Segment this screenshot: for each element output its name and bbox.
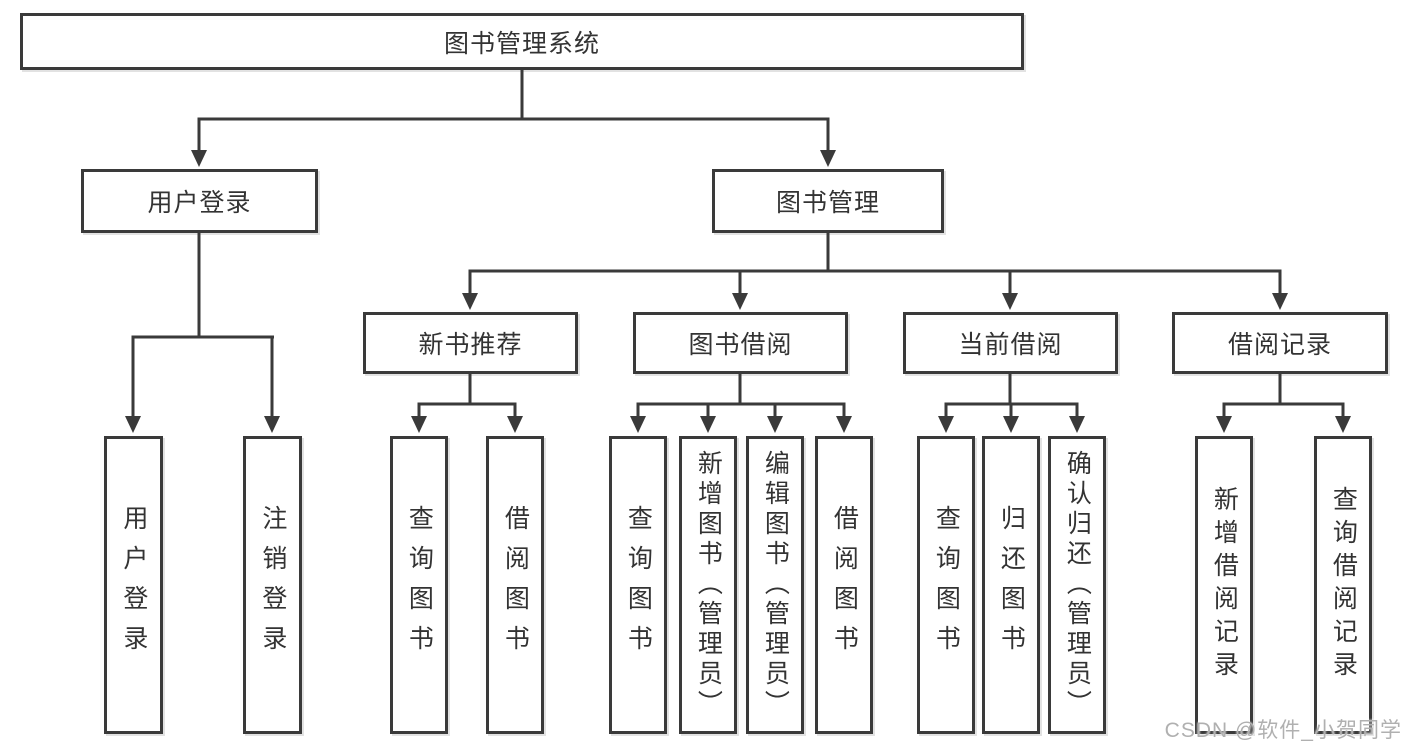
- node-leaf-add-borrow-record: 新增借阅记录: [1195, 436, 1253, 734]
- node-label: 用户登录: [147, 189, 252, 217]
- node-leaf-query-borrow-record: 查询借阅记录: [1314, 436, 1372, 734]
- arrow-down-icon: [938, 416, 954, 433]
- node-label: 新书推荐: [418, 331, 523, 359]
- arrow-down-icon: [836, 416, 852, 433]
- node-label: 查询借阅记录: [1329, 486, 1358, 684]
- arrow-down-icon: [630, 416, 646, 433]
- tree-connectors: [125, 70, 1351, 433]
- arrow-down-icon: [767, 416, 783, 433]
- arrow-down-icon: [411, 416, 427, 433]
- node-label: 借阅图书: [501, 505, 530, 665]
- arrow-down-icon: [1335, 416, 1351, 433]
- csdn-watermark: CSDN @软件_小贺同学: [1164, 719, 1402, 742]
- node-label: 当前借阅: [958, 331, 1063, 359]
- node-label: 注销登录: [258, 505, 287, 665]
- arrow-down-icon: [1216, 416, 1232, 433]
- node-leaf-query-books-current: 查询图书: [917, 436, 975, 734]
- node-leaf-logout: 注销登录: [243, 436, 302, 734]
- node-label: 新增图书（管理员）: [694, 450, 723, 720]
- node-label: 图书管理: [775, 189, 880, 217]
- node-group-user-login: 用户登录: [81, 169, 318, 233]
- arrow-down-icon: [1272, 293, 1288, 310]
- arrow-down-icon: [700, 416, 716, 433]
- node-group-new-book-recommendation: 新书推荐: [363, 312, 578, 374]
- node-label: 新增借阅记录: [1210, 486, 1239, 684]
- node-group-book-management: 图书管理: [712, 169, 944, 233]
- node-leaf-borrow-books-recommend: 借阅图书: [486, 436, 544, 734]
- node-leaf-confirm-return-admin: 确认归还（管理员）: [1048, 436, 1106, 734]
- arrow-down-icon: [462, 293, 478, 310]
- node-label: 编辑图书（管理员）: [761, 450, 790, 720]
- node-root: 图书管理系统: [20, 13, 1024, 70]
- node-label: 图书借阅: [688, 331, 793, 359]
- node-group-borrowing-records: 借阅记录: [1172, 312, 1388, 374]
- arrow-down-icon: [125, 416, 141, 433]
- arrow-down-icon: [732, 293, 748, 310]
- node-group-current-borrowing: 当前借阅: [903, 312, 1118, 374]
- node-label: 图书管理系统: [443, 29, 600, 58]
- node-label: 查询图书: [932, 505, 961, 665]
- node-leaf-user-login: 用户登录: [104, 436, 163, 734]
- node-leaf-return-books: 归还图书: [982, 436, 1040, 734]
- arrow-down-icon: [820, 150, 836, 167]
- node-leaf-add-books-admin: 新增图书（管理员）: [679, 436, 737, 734]
- node-label: 借阅图书: [830, 505, 859, 665]
- arrow-down-icon: [1002, 293, 1018, 310]
- arrow-down-icon: [1069, 416, 1085, 433]
- arrow-down-icon: [264, 416, 280, 433]
- arrow-down-icon: [507, 416, 523, 433]
- node-label: 借阅记录: [1227, 331, 1332, 359]
- node-leaf-borrow-books: 借阅图书: [815, 436, 873, 734]
- node-label: 用户登录: [119, 505, 148, 665]
- node-label: 确认归还（管理员）: [1063, 450, 1092, 720]
- node-group-book-borrowing: 图书借阅: [633, 312, 848, 374]
- node-label: 归还图书: [997, 505, 1026, 665]
- node-label: 查询图书: [624, 505, 653, 665]
- arrow-down-icon: [1003, 416, 1019, 433]
- node-leaf-query-books-recommend: 查询图书: [390, 436, 448, 734]
- node-leaf-edit-books-admin: 编辑图书（管理员）: [746, 436, 804, 734]
- node-leaf-query-books-borrowing: 查询图书: [609, 436, 667, 734]
- arrow-down-icon: [191, 150, 207, 167]
- node-label: 查询图书: [405, 505, 434, 665]
